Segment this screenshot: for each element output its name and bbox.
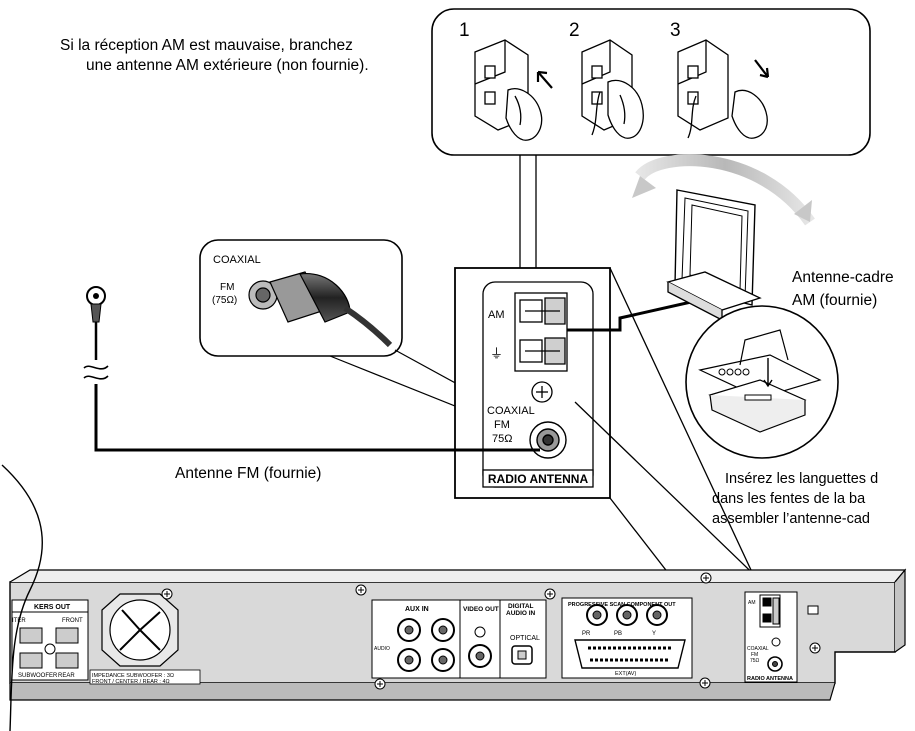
panel-ground-label: ⏚ (490, 346, 503, 361)
aux-in-label: AUX IN (405, 606, 429, 613)
caption-am-bad-line-1: Si la réception AM est mauvaise, branche… (60, 37, 353, 54)
zoom-arc-left (1, 464, 43, 731)
loop-base-zoom-circle (685, 305, 839, 459)
rear-screws (161, 572, 821, 690)
inset-coaxial-label: COAXIAL (213, 254, 261, 266)
caption-am-bad-line-2: une antenne AM extérieure (non fournie). (86, 57, 369, 74)
speakers-out-block (11, 599, 89, 681)
speakers-out-label: KERS OUT (34, 604, 71, 611)
caption-am-loop-line-1: Antenne-cadre (792, 269, 894, 286)
impedance-line-2: FRONT / CENTER / REAR : 4Ω (92, 679, 170, 685)
inset-ohm-label: (75Ω) (212, 295, 237, 306)
fan-grille (101, 593, 179, 667)
progressive-scan-label: PROGRESSIVE SCAN COMPONENT OUT (568, 602, 676, 608)
front-label: FRONT (62, 618, 83, 624)
impedance-label-box (89, 669, 201, 685)
pr-label: PR (582, 631, 591, 637)
step-1-number: 1 (459, 20, 470, 41)
step-2-clip-illustration (581, 39, 644, 139)
small-fm-label: FM (751, 652, 758, 658)
panel-screw-icon (531, 381, 553, 403)
rear-panel-device: KERS OUT ITER FRONT SUBWOOFER REAR IMPED… (9, 568, 907, 701)
caption-am-loop-line-2: AM (fournie) (792, 292, 878, 309)
step-2-number: 2 (569, 20, 580, 41)
component-scart-block (561, 597, 693, 679)
caption-insert-line-3: assembler l’antenne-cad (712, 511, 870, 527)
fm-antenna-wire (83, 286, 540, 452)
small-radio-antenna-label: RADIO ANTENNA (747, 676, 793, 682)
aux-video-optical-block (371, 599, 547, 679)
small-ohm-label: 75Ω (750, 658, 760, 664)
caption-fm-antenna: Antenne FM (fournie) (175, 465, 322, 482)
panel-am-label: AM (488, 309, 505, 321)
small-coaxial-label: COAXIAL (747, 646, 769, 652)
step-3-number: 3 (670, 20, 681, 41)
subwoofer-label: SUBWOOFER (18, 673, 58, 679)
panel-coaxial-label: COAXIAL (487, 405, 535, 417)
inset-coax-plug (269, 271, 393, 348)
panel-coax-jack (529, 421, 567, 459)
digital-label-2: AUDIO IN (506, 610, 536, 617)
optical-label: OPTICAL (510, 635, 540, 642)
impedance-line-1: IMPEDANCE SUBWOOFER : 3Ω (92, 673, 174, 679)
ext-av-label: EXT(AV) (615, 671, 636, 677)
digital-label-1: DIGITAL (508, 603, 534, 610)
caption-insert-line-2: dans les fentes de la ba (712, 491, 866, 507)
am-loop-antenna (632, 154, 815, 322)
video-out-label: VIDEO OUT (463, 606, 499, 613)
panel-fm-label: FM (494, 419, 510, 431)
small-am-label: AM (748, 600, 756, 606)
pb-label: PB (614, 631, 622, 637)
am-loop-wire (567, 298, 701, 332)
y-label: Y (652, 631, 656, 637)
small-radio-antenna-block (744, 591, 798, 683)
radio-antenna-panel-enlarged: AM ⏚ COAXIAL FM 75Ω RADIO ANTENNA (454, 267, 611, 499)
clip-steps-callout: 1 2 3 (431, 8, 871, 156)
inset-coax-jack (248, 280, 278, 310)
coaxial-inset: COAXIAL FM (75Ω) (199, 239, 403, 357)
rear-label: REAR (58, 673, 75, 679)
panel-ohm-label: 75Ω (492, 433, 512, 445)
caption-insert-line-1: Insérez les languettes d (725, 471, 879, 487)
inset-fm-label: FM (220, 282, 234, 293)
step-1-clip-illustration (474, 39, 553, 141)
small-slot (807, 605, 819, 615)
am-terminal-block (514, 292, 568, 372)
step-3-clip-illustration (677, 39, 770, 139)
audio-label: AUDIO (374, 646, 390, 652)
panel-radio-antenna-title: RADIO ANTENNA (488, 472, 589, 486)
